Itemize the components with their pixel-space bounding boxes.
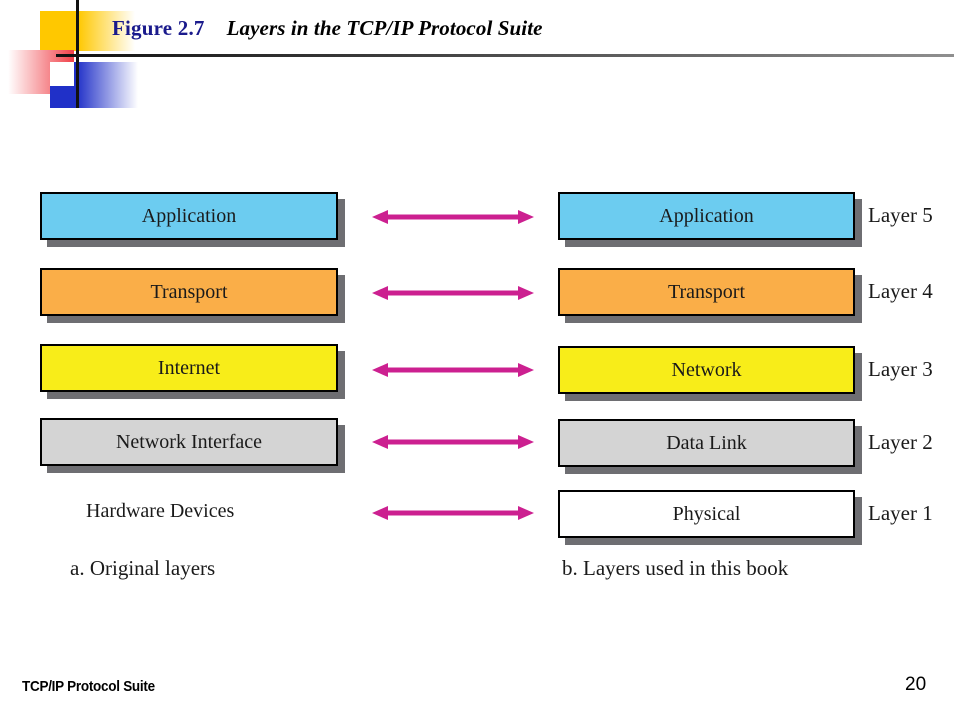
right-box-transport-label: Transport (667, 280, 746, 303)
figure-caption: Layers in the TCP/IP Protocol Suite (226, 16, 543, 40)
left-box-network-interface-label: Network Interface (115, 430, 263, 453)
arrow-netiface-datalink (372, 435, 534, 449)
right-box-network: Network (558, 346, 855, 394)
right-box-application: Application (558, 192, 855, 240)
right-stack-caption: b. Layers used in this book (562, 556, 789, 580)
right-box-physical-label: Physical (672, 502, 741, 525)
header-decoration (0, 0, 960, 120)
decoration-yellow-square (40, 11, 135, 51)
left-hardware-devices-label: Hardware Devices (86, 500, 235, 522)
layer-tag-3: Layer 3 (868, 357, 933, 381)
page-title: Figure 2.7 Layers in the TCP/IP Protocol … (112, 16, 543, 41)
footer-title: TCP/IP Protocol Suite (22, 678, 155, 695)
figure-number: Figure 2.7 (112, 16, 205, 40)
arrow-hardware-physical (372, 506, 534, 520)
layer-tag-4: Layer 4 (868, 279, 933, 303)
layer-tag-1: Layer 1 (868, 501, 933, 525)
left-box-application: Application (40, 192, 338, 240)
left-box-transport-label: Transport (150, 280, 228, 303)
decoration-blue-notch (50, 62, 74, 86)
left-box-internet-label: Internet (157, 356, 221, 379)
right-box-data-link: Data Link (558, 419, 855, 467)
decoration-horizontal-rule (56, 54, 954, 57)
arrow-application (372, 210, 534, 224)
left-box-internet: Internet (40, 344, 338, 392)
left-stack-caption: a. Original layers (70, 556, 216, 580)
footer-page-number: 20 (905, 674, 927, 695)
right-box-transport: Transport (558, 268, 855, 316)
left-box-transport: Transport (40, 268, 338, 316)
left-box-network-interface: Network Interface (40, 418, 338, 466)
right-box-network-label: Network (671, 358, 742, 381)
arrow-internet-network (372, 363, 534, 377)
right-box-application-label: Application (659, 204, 754, 227)
right-box-physical: Physical (558, 490, 855, 538)
arrow-transport (372, 286, 534, 300)
left-box-application-label: Application (141, 204, 237, 227)
layer-tag-5: Layer 5 (868, 203, 933, 227)
layer-tag-2: Layer 2 (868, 430, 933, 454)
right-box-data-link-label: Data Link (666, 431, 747, 454)
